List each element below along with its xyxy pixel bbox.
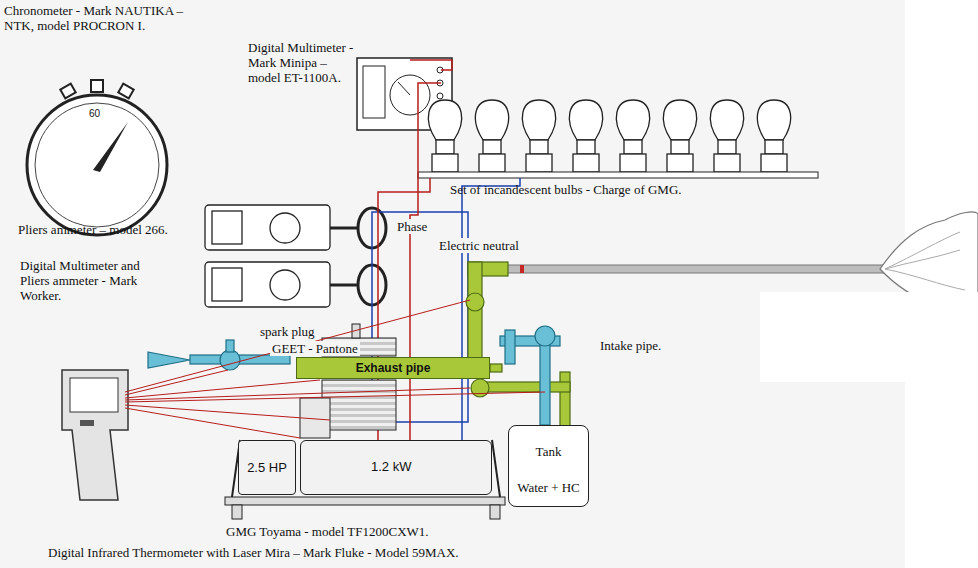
node-text: 2.5 HP: [247, 460, 287, 475]
dial-number: 60: [89, 106, 100, 121]
wire-label: Electric neutral: [437, 238, 521, 253]
node-text: Water + HC: [517, 480, 580, 496]
machine-box: 1.2 kW: [300, 440, 492, 495]
machine-box: 2.5 HP: [238, 440, 296, 495]
tank-box: TankWater + HC: [508, 425, 589, 507]
part-label: Intake pipe.: [600, 338, 661, 353]
wire-label: Phase: [395, 219, 429, 234]
device-label: GMG Toyama - model TF1200CXW1.: [226, 524, 429, 539]
node-text: 1.2 kW: [371, 459, 411, 474]
pipe-bar: Exhaust pipe: [296, 357, 490, 379]
device-label: Set of incandescent bulbs - Charge of GM…: [450, 182, 682, 197]
node-text: Tank: [536, 444, 562, 460]
device-label: Pliers ammeter – model 266.: [18, 222, 168, 237]
device-label: Chronometer - Mark NAUTIKA – NTK, model …: [4, 3, 209, 33]
device-label: Digital Infrared Thermometer with Laser …: [48, 545, 459, 560]
device-label: Digital Multimeter - Mark Minipa – model…: [248, 40, 358, 85]
node-text: Exhaust pipe: [356, 361, 431, 375]
part-label: spark plug: [258, 324, 317, 339]
device-label: Digital Multimeter and Pliers ammeter - …: [20, 258, 170, 303]
part-label: GEET - Pantone: [270, 341, 360, 356]
